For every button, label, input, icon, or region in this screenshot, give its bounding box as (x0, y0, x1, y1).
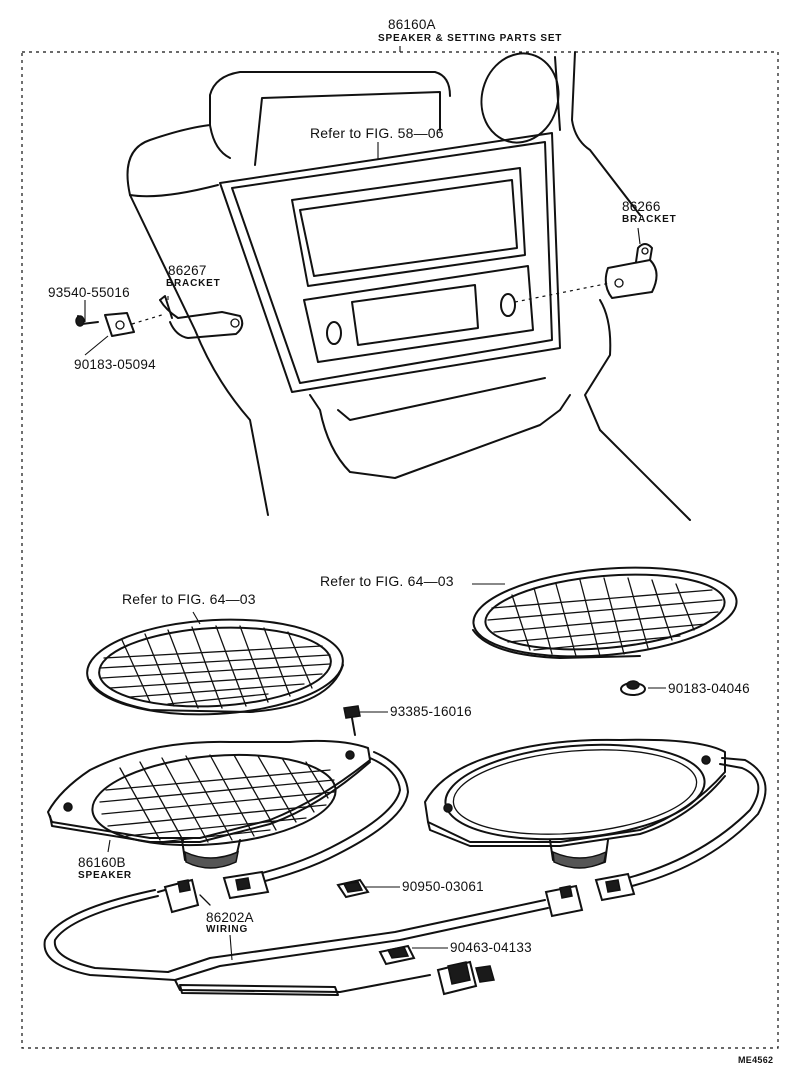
screw-93385-16016-label: 93385-16016 (390, 704, 472, 719)
nut-90183-05094-label: 90183-05094 (74, 357, 156, 372)
screw-93540-55016 (75, 315, 99, 327)
set-boundary-frame (21, 46, 779, 1049)
connector-right-upper (544, 884, 584, 918)
bracket-86266-part-number: 86266 (622, 199, 661, 214)
nut-90183-05094 (104, 312, 135, 337)
wiring-name: WIRING (206, 924, 249, 935)
screw-93385-16016 (343, 705, 361, 736)
speaker-part-number: 86160B (78, 855, 126, 870)
clip-90463-04133-label: 90463-04133 (450, 940, 532, 955)
ref-fig-58-06: Refer to FIG. 58—06 (310, 125, 444, 141)
right-speaker (424, 738, 726, 869)
bracket-86267-part-number: 86267 (168, 263, 207, 278)
center-cluster (219, 132, 561, 393)
connector-left-upper (157, 878, 200, 914)
left-grille (86, 618, 344, 716)
nut-90183-04046 (620, 680, 646, 696)
ref-fig-64-03-left: Refer to FIG. 64—03 (122, 591, 256, 607)
dashboard-panel (126, 51, 691, 521)
left-speaker-86160B (47, 739, 371, 869)
connector-radio (436, 960, 495, 996)
screw-93540-55016-label: 93540-55016 (48, 285, 130, 300)
bracket-86267-name: BRACKET (166, 278, 221, 289)
drawing-code: ME4562 (738, 1055, 774, 1065)
bracket-86267 (131, 295, 244, 339)
right-grille (472, 566, 738, 659)
clip-90463-04133 (378, 944, 416, 966)
bracket-86266 (514, 243, 658, 303)
wiring-part-number: 86202A (206, 910, 254, 925)
connector-left-speaker (222, 870, 270, 900)
speaker-name: SPEAKER (78, 870, 132, 881)
ref-fig-64-03-right: Refer to FIG. 64—03 (320, 573, 454, 589)
connector-right-speaker (594, 872, 636, 902)
bracket-86266-name: BRACKET (622, 214, 677, 225)
wiring-harness-86202A (43, 751, 767, 996)
clip-90950-03061 (336, 878, 370, 899)
clip-90950-03061-label: 90950-03061 (402, 879, 484, 894)
set-part-name: SPEAKER & SETTING PARTS SET (378, 33, 563, 44)
set-part-number: 86160A (388, 17, 436, 32)
nut-90183-04046-label: 90183-04046 (668, 681, 750, 696)
leader-lines (84, 142, 666, 961)
